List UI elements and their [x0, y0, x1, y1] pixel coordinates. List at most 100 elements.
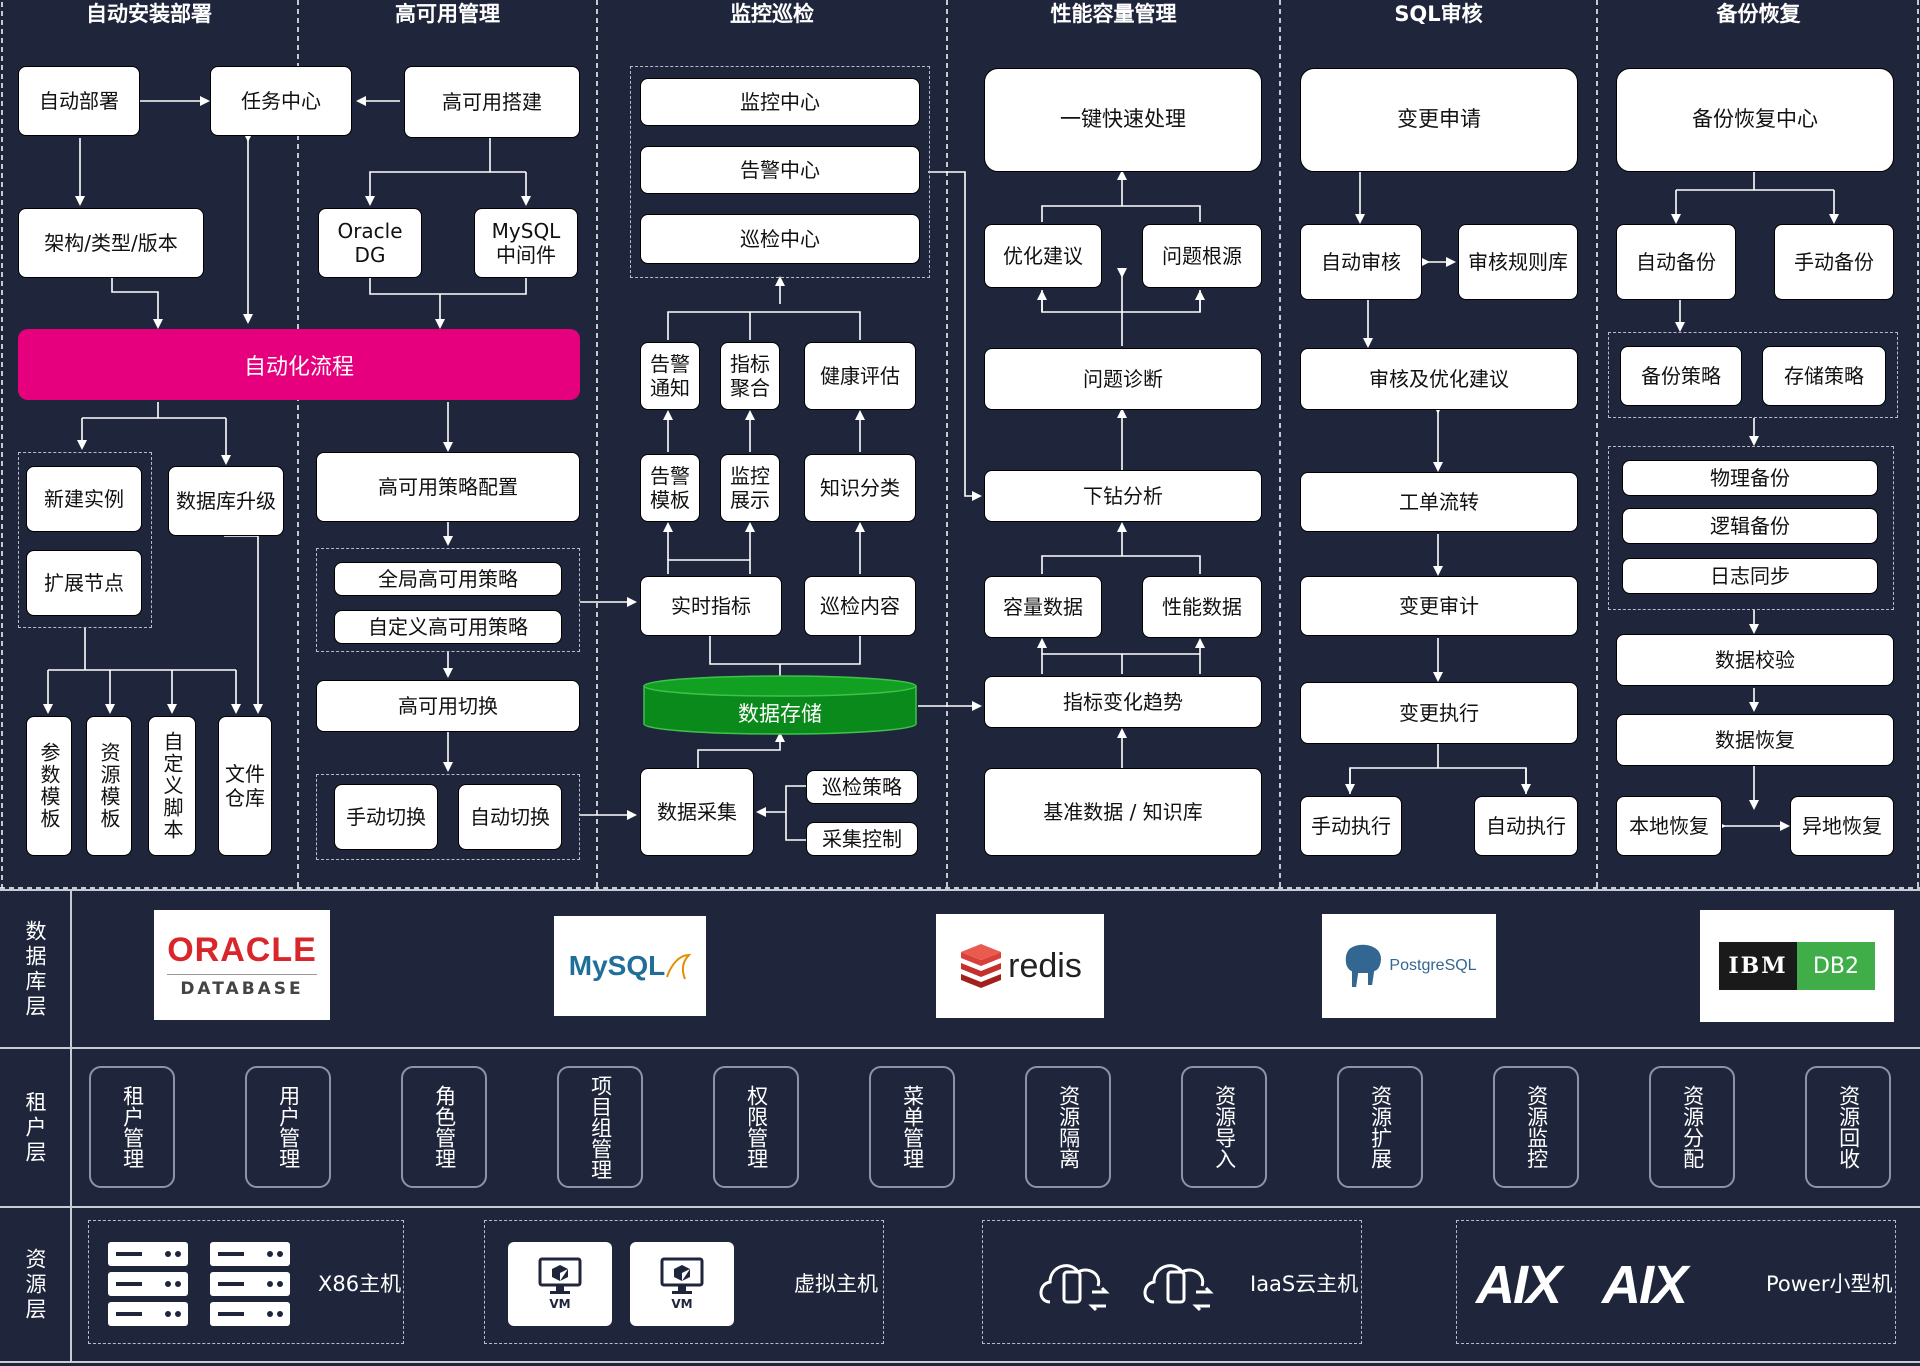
vm-icon-2: VM	[630, 1242, 734, 1326]
auto-exec-node: 自动执行	[1474, 796, 1578, 856]
realtime-metric-node: 实时指标	[640, 576, 782, 636]
capacity-data-node: 容量数据	[984, 576, 1102, 638]
audit-rule-lib-node: 审核规则库	[1458, 224, 1578, 300]
auto-backup-node: 自动备份	[1616, 224, 1736, 300]
optimize-advice-node: 优化建议	[984, 224, 1102, 288]
ha-build-node: 高可用搭建	[404, 66, 580, 138]
switch-group	[316, 774, 580, 860]
global-ha-policy-node: 全局高可用策略	[334, 562, 562, 596]
metric-agg-node: 指标聚合	[720, 342, 780, 410]
virtual-host-group	[484, 1220, 884, 1344]
data-collect-node: 数据采集	[640, 768, 754, 856]
manual-backup-node: 手动备份	[1774, 224, 1894, 300]
change-request-node: 变更申请	[1300, 68, 1578, 172]
backup-type-group	[1608, 446, 1894, 610]
server-rack-icon	[108, 1242, 290, 1326]
db2-wordmark: DB2	[1797, 942, 1875, 990]
data-verify-node: 数据校验	[1616, 634, 1894, 686]
problem-diagnosis-node: 问题诊断	[984, 348, 1262, 410]
oracle-wordmark: ORACLE	[167, 931, 317, 969]
layer-label-resource: 资源层	[23, 1247, 47, 1323]
vm-tag-1: VM	[549, 1297, 571, 1311]
logical-backup-node: 逻辑备份	[1622, 508, 1878, 544]
tenant-item-project-group: 项目组管理	[557, 1066, 643, 1188]
mysql-logo: MySQL	[554, 916, 706, 1016]
center-group	[630, 66, 930, 278]
tenant-item-permission-mgmt: 权限管理	[713, 1066, 799, 1188]
monitor-display-node: 监控展示	[720, 454, 780, 522]
oracle-logo: ORACLE DATABASE	[154, 910, 330, 1020]
alert-template-node: 告警模板	[640, 454, 700, 522]
ibm-wordmark: IBM	[1719, 942, 1797, 990]
ha-policy-config-node: 高可用策略配置	[316, 452, 580, 522]
tenant-item-resource-recycle: 资源回收	[1805, 1066, 1891, 1188]
section-title-monitor: 监控巡检	[730, 2, 814, 26]
data-restore-node: 数据恢复	[1616, 714, 1894, 766]
mysql-middleware-node: MySQL 中间件	[474, 208, 578, 278]
performance-data-node: 性能数据	[1142, 576, 1262, 638]
ha-switch-node: 高可用切换	[316, 680, 580, 732]
monitor-cube-icon	[538, 1257, 582, 1294]
manual-exec-node: 手动执行	[1300, 796, 1402, 856]
power-host-label: Power小型机	[1766, 1272, 1893, 1296]
oracle-dg-node: Oracle DG	[318, 208, 422, 278]
manual-switch-node: 手动切换	[334, 784, 438, 850]
redis-logo: redis	[936, 914, 1104, 1018]
custom-script-node: 自定义脚本	[148, 716, 196, 856]
redis-stack-icon	[961, 944, 1002, 988]
mysql-wordmark: MySQL	[568, 950, 666, 981]
collect-control-node: 采集控制	[806, 822, 918, 856]
monitor-center-node: 监控中心	[640, 78, 920, 126]
db-upgrade-node: 数据库升级	[168, 466, 284, 536]
inspect-content-node: 巡检内容	[804, 576, 916, 636]
quick-process-node: 一键快速处理	[984, 68, 1262, 172]
layer-label-db: 数据库层	[23, 920, 47, 1020]
aix-logo-1: AIX	[1476, 1255, 1562, 1315]
backup-policy-node: 备份策略	[1620, 346, 1742, 406]
file-repo-node: 文件仓库	[218, 716, 272, 856]
elephant-icon	[1344, 942, 1384, 989]
cloud-host-icon	[1039, 1264, 1214, 1312]
arch-type-version-node: 架构/类型/版本	[18, 208, 204, 278]
backup-center-node: 备份恢复中心	[1616, 68, 1894, 172]
audit-optimize-node: 审核及优化建议	[1300, 348, 1578, 410]
task-center-node: 任务中心	[210, 66, 352, 136]
layer-label-tenant: 租户层	[23, 1090, 47, 1166]
tenant-item-resource-monitor: 资源监控	[1493, 1066, 1579, 1188]
vm-tag-2: VM	[671, 1297, 693, 1311]
ticket-flow-node: 工单流转	[1300, 472, 1578, 532]
change-exec-node: 变更执行	[1300, 682, 1578, 744]
health-eval-node: 健康评估	[804, 342, 916, 410]
tenant-item-user-mgmt: 用户管理	[245, 1066, 331, 1188]
data-storage-label: 数据存储	[738, 702, 822, 726]
redis-wordmark: redis	[1008, 946, 1082, 985]
x86-host-group	[88, 1220, 404, 1344]
resource-template-node: 资源模板	[86, 716, 132, 856]
tenant-item-role-mgmt: 角色管理	[401, 1066, 487, 1188]
tenant-item-resource-expand: 资源扩展	[1337, 1066, 1423, 1188]
drilldown-analysis-node: 下钻分析	[984, 470, 1262, 522]
postgresql-wordmark: PostgreSQL	[1389, 957, 1477, 974]
policy-group	[1608, 332, 1898, 418]
param-template-node: 参数模板	[26, 716, 72, 856]
auto-deploy-node: 自动部署	[18, 66, 140, 136]
section-title-perf: 性能容量管理	[1050, 2, 1177, 26]
auto-audit-node: 自动审核	[1300, 224, 1422, 300]
local-restore-node: 本地恢复	[1616, 796, 1722, 856]
x86-host-label: X86主机	[318, 1272, 402, 1296]
monitor-cube-icon	[660, 1257, 704, 1294]
tenant-item-tenant-mgmt: 租户管理	[89, 1066, 175, 1188]
section-title-backup: 备份恢复	[1716, 2, 1801, 26]
auto-switch-node: 自动切换	[458, 784, 562, 850]
iaas-host-group	[982, 1220, 1362, 1344]
aix-logo-2: AIX	[1602, 1255, 1688, 1315]
iaas-host-label: IaaS云主机	[1250, 1272, 1359, 1296]
ibm-db2-logo: IBM DB2	[1700, 910, 1894, 1022]
section-title-sql: SQL审核	[1394, 2, 1483, 26]
log-sync-node: 日志同步	[1622, 558, 1878, 594]
baseline-knowledge-node: 基准数据 / 知识库	[984, 768, 1262, 856]
instance-group	[18, 452, 152, 628]
custom-ha-policy-node: 自定义高可用策略	[334, 610, 562, 644]
change-audit-node: 变更审计	[1300, 576, 1578, 636]
